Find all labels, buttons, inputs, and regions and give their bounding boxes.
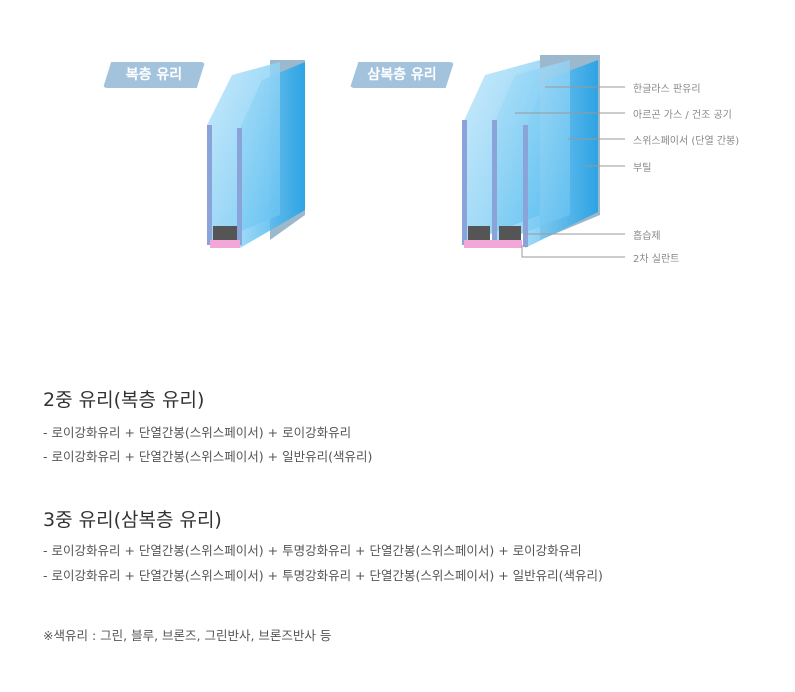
callout-label: 스위스페이서 (단열 간봉): [633, 136, 740, 147]
callout-label: 아르곤 가스 / 건조 공기: [633, 110, 732, 121]
double-glass-badge: 복층 유리: [103, 62, 205, 88]
triple-glass-icon: [462, 55, 600, 248]
triple-glass-badge: 삼복층 유리: [350, 62, 454, 88]
section-title: 3중 유리(삼복층 유리): [43, 509, 222, 531]
section-line: - 로이강화유리 + 단열간봉(스위스페이서) + 투명강화유리 + 단열간봉(…: [43, 568, 603, 583]
section-line: - 로이강화유리 + 단열간봉(스위스페이서) + 투명강화유리 + 단열간봉(…: [43, 543, 582, 558]
callout-label: 2차 실란트: [633, 254, 680, 265]
section-line: - 로이강화유리 + 단열간봉(스위스페이서) + 로이강화유리: [43, 425, 352, 440]
section-title: 2중 유리(복층 유리): [43, 389, 205, 411]
callout-lines: [515, 86, 625, 258]
callout-label: 흡습제: [633, 231, 661, 242]
double-glass-icon: [207, 60, 305, 248]
color-glass-note: ※색유리 : 그린, 블루, 브론즈, 그린반사, 브론즈반사 등: [43, 628, 332, 643]
callout-label: 부틸: [633, 163, 652, 174]
callout-label: 한글라스 판유리: [633, 84, 701, 95]
glass-illustration: [207, 55, 625, 258]
section-line: - 로이강화유리 + 단열간봉(스위스페이서) + 일반유리(색유리): [43, 449, 373, 464]
